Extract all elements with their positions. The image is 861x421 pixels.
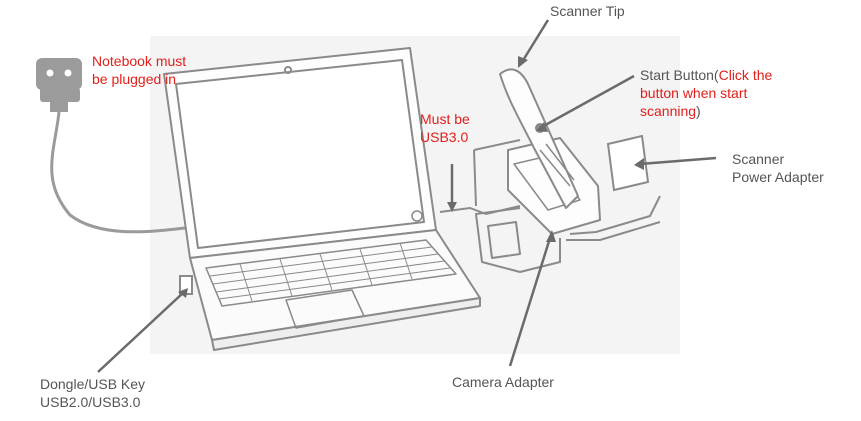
- notebook-note-line2: be plugged in: [92, 71, 177, 87]
- dongle-label: Dongle/USB Key USB2.0/USB3.0: [40, 375, 145, 411]
- power-adapter-drawing: [606, 134, 650, 192]
- start-button-note-line3: scanning: [640, 103, 697, 119]
- power-adapter-line1: Scanner: [732, 151, 785, 167]
- dongle-line2: USB2.0/USB3.0: [40, 394, 141, 410]
- start-button-note-line2: button when start: [640, 85, 748, 101]
- scanner-drawing: [475, 68, 661, 273]
- usb3-note-line1: Must be: [420, 111, 470, 127]
- start-button-suffix: ): [696, 103, 701, 119]
- usb3-note-line2: USB3.0: [420, 129, 469, 145]
- leader-lines: [97, 19, 717, 373]
- start-button-note-line1: Click the: [718, 67, 773, 83]
- camera-adapter-label: Camera Adapter: [452, 374, 554, 390]
- scanner-tip-label: Scanner Tip: [550, 3, 625, 19]
- leader-arrowheads: [178, 56, 644, 298]
- notebook-note: Notebook must be plugged in: [92, 52, 186, 88]
- dongle-line1: Dongle/USB Key: [40, 376, 146, 392]
- power-adapter-line2: Power Adapter: [732, 169, 824, 185]
- plug-icon: [36, 58, 186, 234]
- start-button-label: Start Button(Click the button when start…: [640, 66, 772, 120]
- laptop-drawing: [163, 47, 481, 351]
- usb3-note: Must be USB3.0: [420, 110, 470, 146]
- start-button-prefix: Start Button(: [640, 67, 719, 83]
- notebook-note-line1: Notebook must: [92, 53, 187, 69]
- power-adapter-label: Scanner Power Adapter: [732, 150, 824, 186]
